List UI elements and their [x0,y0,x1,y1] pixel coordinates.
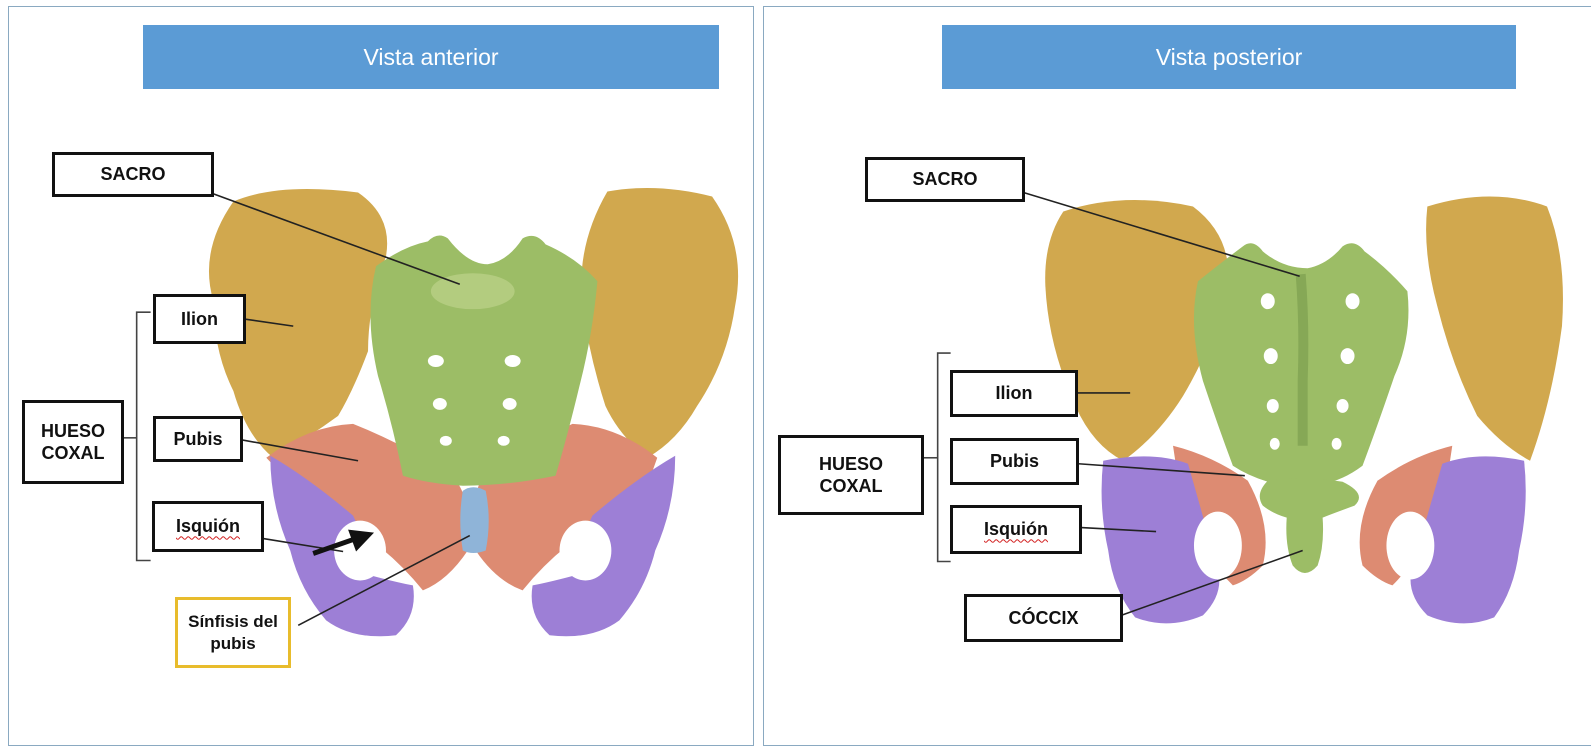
hueso-coxal-label: HUESO COXAL [22,400,124,484]
hueso-coxal-label: HUESO COXAL [778,435,924,515]
sinfisis-line1: Sínfisis del [188,611,278,632]
ilion-label: Ilion [950,370,1078,417]
hueso-coxal-line2: COXAL [820,475,883,498]
hueso-coxal-line2: COXAL [42,442,105,465]
isquion-label-text: Isquión [984,518,1048,541]
coccix-shape [1260,478,1359,573]
anterior-view-panel: Vista anterior [8,6,754,746]
ilion-right [1426,196,1563,460]
sacro-label: SACRO [52,152,214,197]
hueso-coxal-line1: HUESO [41,420,105,443]
coccix-label: CÓCCIX [964,594,1123,642]
ilion-right [581,188,738,458]
hueso-coxal-line1: HUESO [819,453,883,476]
isquion-label-text: Isquión [176,515,240,538]
pelvis-anterior-illustration [9,7,753,745]
sacro-label: SACRO [865,157,1025,202]
pelvis-posterior-illustration [764,7,1591,745]
isquion-label: Isquión [152,501,264,552]
sinfisis-pubis-label: Sínfisis del pubis [175,597,291,668]
pubis-label: Pubis [153,416,243,462]
ilion-label: Ilion [153,294,246,344]
isquion-label: Isquión [950,505,1082,554]
pubis-label: Pubis [950,438,1079,485]
posterior-view-panel: Vista posterior [763,6,1591,746]
sinfisis-line2: pubis [210,633,255,654]
sacro-anterior [370,235,597,485]
sinfisis-pubis-cartilage [460,487,488,553]
